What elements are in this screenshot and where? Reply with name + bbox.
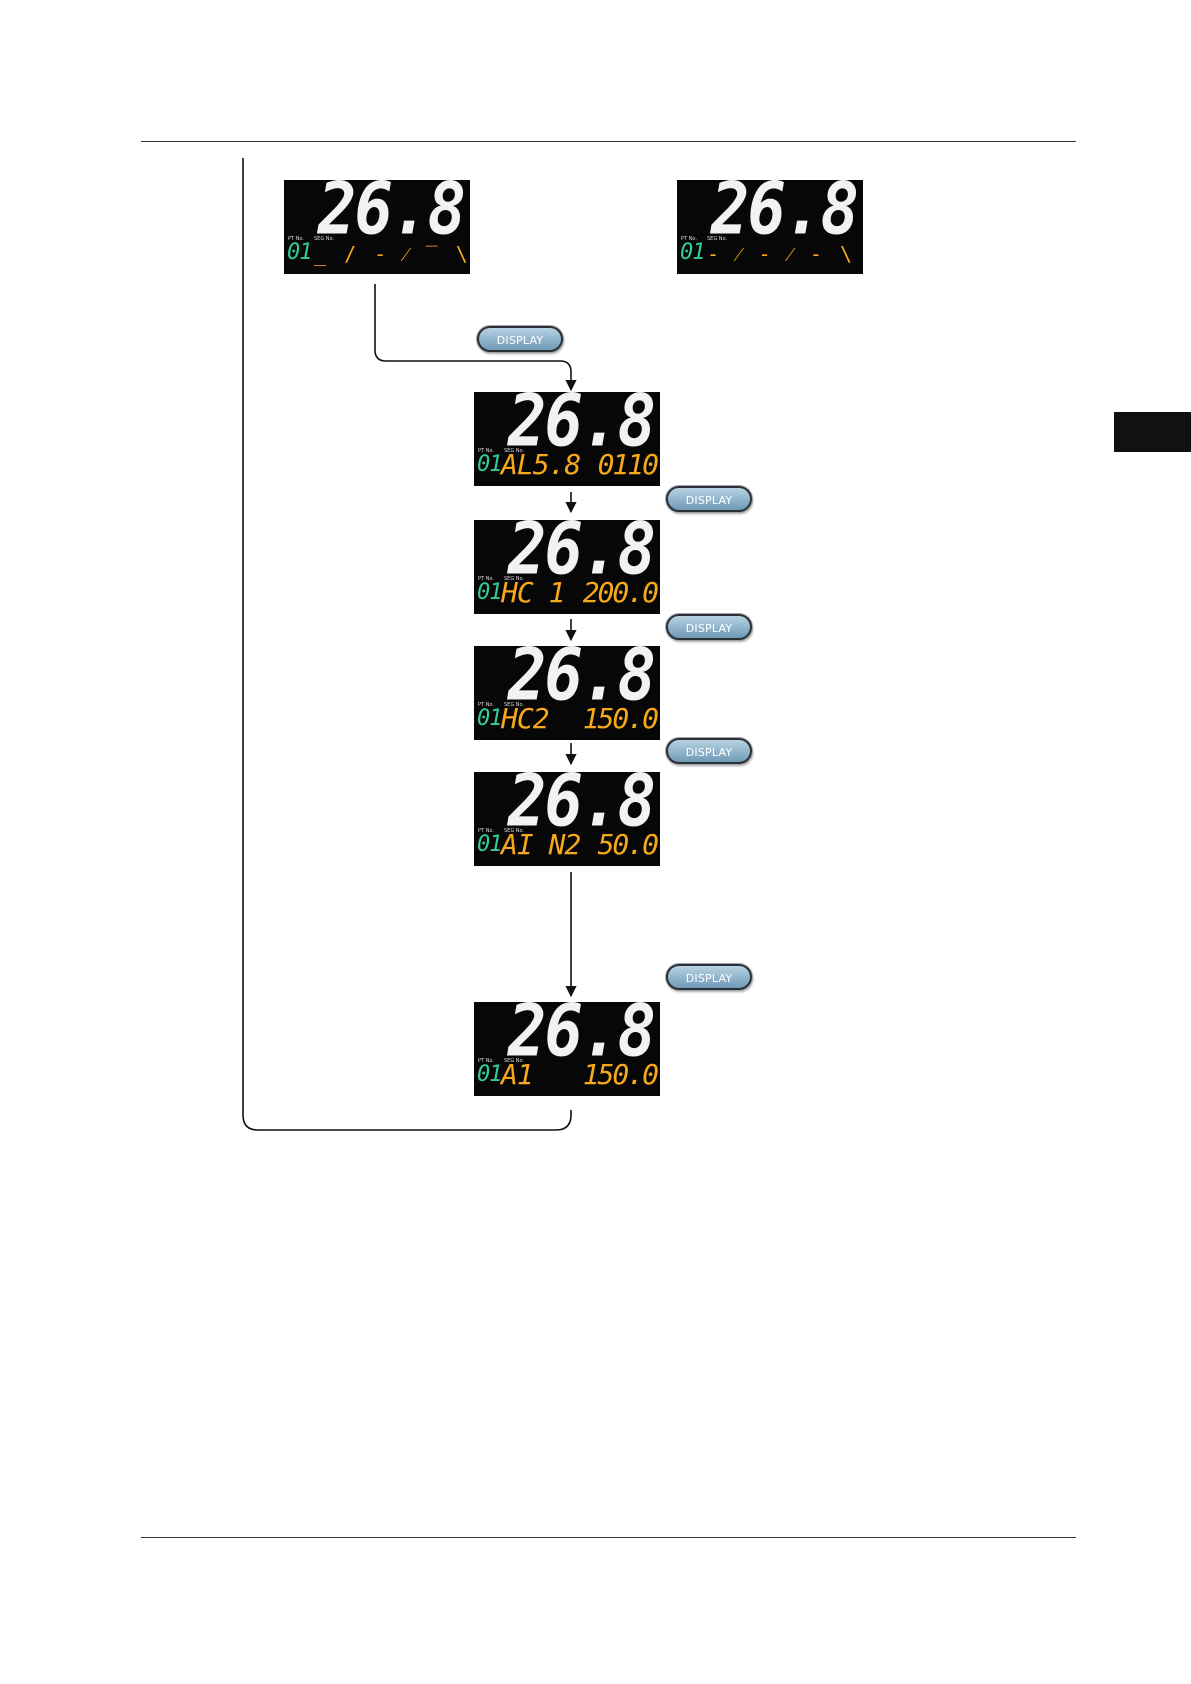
parameter-symbol: A1 <box>501 1061 533 1089</box>
segment-pattern: - ⁄ - ⁄ - \ - \ - <box>707 244 863 264</box>
display-key-2[interactable]: DISPLAY <box>666 486 752 512</box>
parameter-value: 200.0 <box>583 579 657 607</box>
lcd-screen-6: 26.8 PT No. SEG No. 01 AI N2 50.0 <box>474 772 660 866</box>
pt-number: 01 <box>287 242 312 264</box>
return-loop-line <box>243 158 571 1130</box>
pt-number: 01 <box>477 454 502 476</box>
pt-number: 01 <box>477 582 502 604</box>
pt-number: 01 <box>680 242 705 264</box>
pv-readout: 26.8 <box>711 180 857 246</box>
lcd-screen-5: 26.8 PT No. SEG No. 01 HC2 150.0 <box>474 646 660 740</box>
parameter-value: 50.0 <box>598 831 657 859</box>
lcd-screen-1: 26.8 PT No. SEG No. 01 _ / - ⁄ ‾ \ - \ _ <box>284 180 470 274</box>
display-key-3[interactable]: DISPLAY <box>666 614 752 640</box>
segment-pattern: _ / - ⁄ ‾ \ - \ _ <box>314 244 470 264</box>
display-key-1[interactable]: DISPLAY <box>477 326 563 352</box>
lcd-screen-2: 26.8 PT No. SEG No. 01 - ⁄ - ⁄ - \ - \ - <box>677 180 863 274</box>
pt-number: 01 <box>477 834 502 856</box>
parameter-value: 0110 <box>598 451 657 479</box>
parameter-value: 150.0 <box>583 705 657 733</box>
parameter-value: 150.0 <box>583 1061 657 1089</box>
lcd-screen-4: 26.8 PT No. SEG No. 01 HC 1 200.0 <box>474 520 660 614</box>
parameter-symbol: AI N2 <box>501 831 580 859</box>
pt-number: 01 <box>477 708 502 730</box>
display-key-5[interactable]: DISPLAY <box>666 964 752 990</box>
parameter-symbol: AL5.8 <box>501 451 580 479</box>
lcd-screen-3: 26.8 PT No. SEG No. 01 AL5.8 0110 <box>474 392 660 486</box>
display-key-4[interactable]: DISPLAY <box>666 738 752 764</box>
pt-number: 01 <box>477 1064 502 1086</box>
pv-readout: 26.8 <box>318 180 464 246</box>
lcd-screen-7: 26.8 PT No. SEG No. 01 A1 150.0 <box>474 1002 660 1096</box>
parameter-symbol: HC2 <box>501 705 549 733</box>
parameter-symbol: HC 1 <box>501 579 564 607</box>
